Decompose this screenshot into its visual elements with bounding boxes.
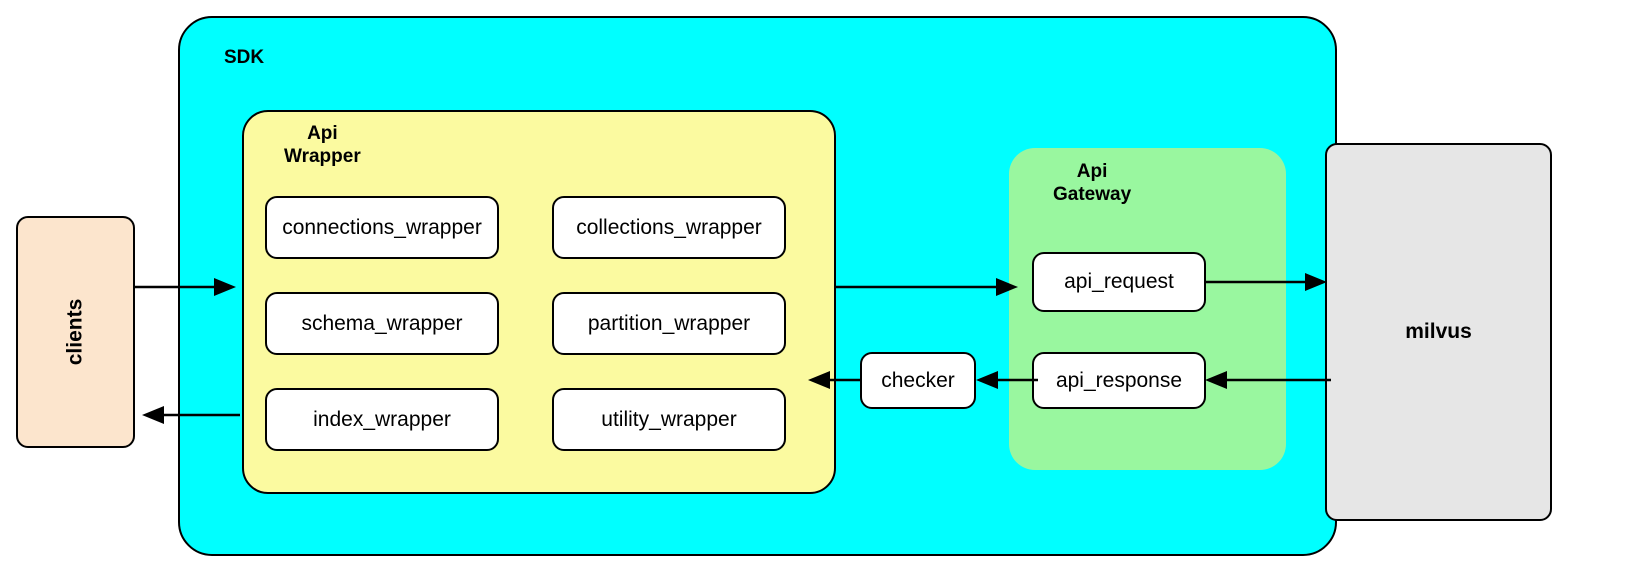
api-request-label: api_request [1064, 270, 1174, 293]
wrapper-box-schema[interactable]: schema_wrapper [265, 292, 499, 355]
connector-wrapper-to-gateway [834, 278, 1018, 296]
connector-sdk-to-clients [142, 406, 240, 424]
connector-clients-to-wrapper [135, 278, 236, 296]
wrapper-label: schema_wrapper [301, 311, 463, 335]
milvus-node[interactable]: milvus [1325, 143, 1552, 521]
connector-milvus-to-response [1205, 371, 1331, 389]
api-request-node[interactable]: api_request [1032, 252, 1206, 312]
checker-node[interactable]: checker [860, 352, 976, 409]
wrapper-label: collections_wrapper [576, 215, 762, 239]
wrapper-label: index_wrapper [313, 407, 451, 431]
checker-label: checker [881, 368, 955, 392]
wrapper-label: utility_wrapper [601, 407, 737, 431]
wrapper-box-collections[interactable]: collections_wrapper [552, 196, 786, 259]
clients-node[interactable]: clients [16, 216, 135, 448]
wrapper-box-partition[interactable]: partition_wrapper [552, 292, 786, 355]
connector-response-to-checker [976, 371, 1038, 389]
api-response-node[interactable]: api_response [1032, 352, 1206, 409]
wrapper-label: partition_wrapper [587, 311, 751, 335]
sdk-title: SDK [224, 47, 265, 68]
connector-request-to-milvus [1205, 273, 1327, 291]
milvus-label: milvus [1405, 320, 1472, 343]
api-gateway-title: Api Gateway [1053, 161, 1132, 206]
api-response-label: api_response [1055, 368, 1183, 392]
wrapper-label: connections_wrapper [282, 215, 482, 239]
api-wrapper-title: Api Wrapper [284, 123, 361, 168]
wrapper-box-index[interactable]: index_wrapper [265, 388, 499, 451]
connector-checker-to-wrapper [808, 371, 862, 389]
wrapper-box-utility[interactable]: utility_wrapper [552, 388, 786, 451]
wrapper-box-connections[interactable]: connections_wrapper [265, 196, 499, 259]
